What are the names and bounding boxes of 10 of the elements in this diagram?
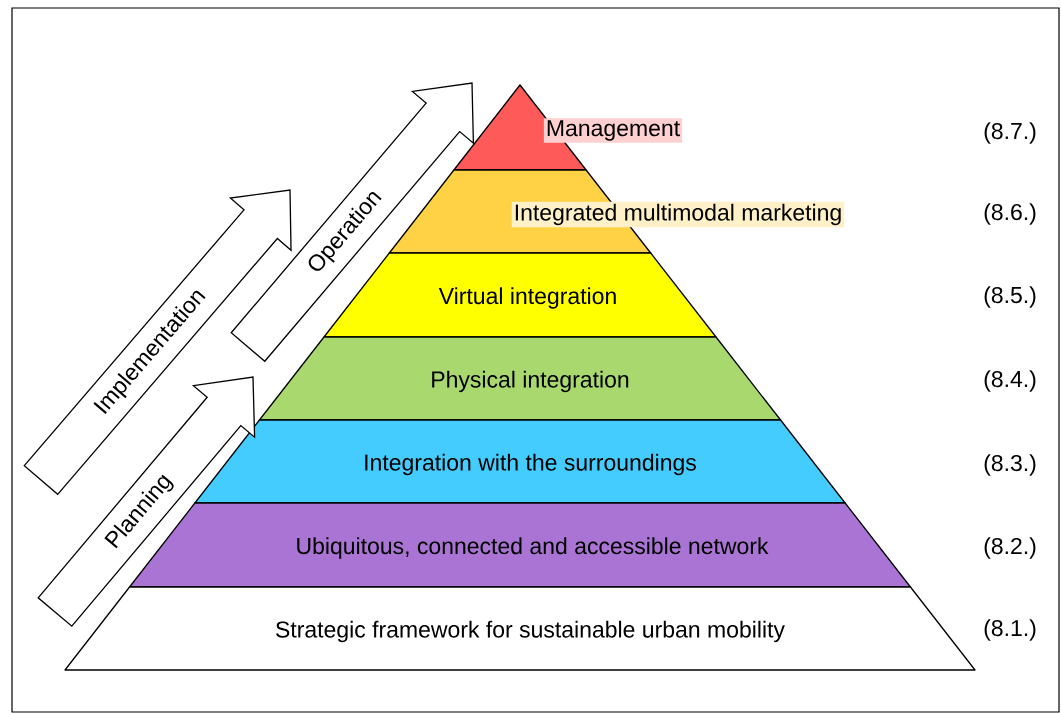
section-number: (8.2.) — [984, 537, 1036, 559]
section-number: (8.7.) — [984, 122, 1036, 144]
section-number: (8.3.) — [984, 454, 1036, 476]
pyramid-level: Strategic framework for sustainable urban mobility — [64, 586, 976, 671]
section-number: (8.4.) — [984, 370, 1036, 392]
section-number: (8.6.) — [984, 203, 1036, 225]
section-number: (8.5.) — [984, 286, 1036, 308]
pyramid-level: Physical integration — [258, 336, 782, 421]
pyramid-level: Integrated multimodal marketing — [388, 169, 845, 254]
pyramid-level: Integration with the surroundings — [194, 419, 846, 504]
